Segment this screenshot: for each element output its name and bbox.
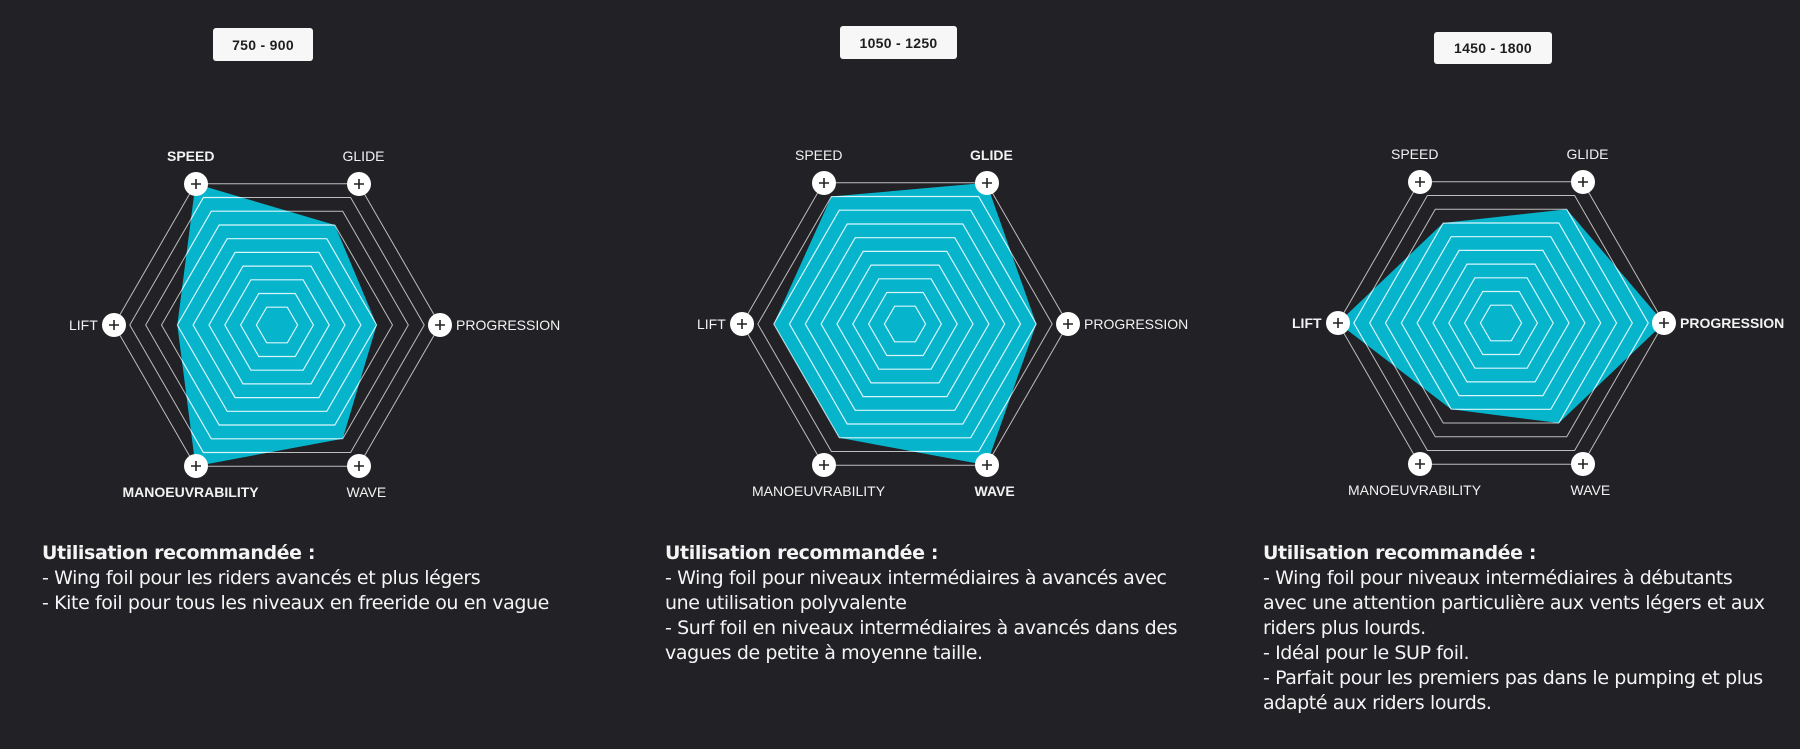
plus-icon	[435, 320, 445, 330]
usage-heading: Utilisation recommandée :	[1263, 542, 1537, 564]
axis-label-wave: WAVE	[974, 483, 1015, 500]
axis-plus-button-wave[interactable]	[1570, 452, 1595, 477]
plus-icon	[109, 320, 119, 330]
usage-heading: Utilisation recommandée :	[665, 542, 939, 564]
axis-label-manoeuvrability: MANOEUVRABILITY	[122, 484, 259, 501]
plus-icon	[818, 177, 829, 188]
axis-plus-button-manoeuvrability[interactable]	[1407, 452, 1432, 477]
usage-line: - Surf foil en niveaux intermédiaires à …	[665, 617, 1178, 639]
axis-label-progression: PROGRESSION	[1680, 315, 1785, 331]
axis-label-lift: LIFT	[69, 317, 98, 333]
range-label-3: 1450 - 1800	[1434, 32, 1552, 64]
usage-line: riders plus lourds.	[1263, 617, 1426, 639]
axis-plus-button-lift[interactable]	[1326, 311, 1350, 335]
plus-icon	[353, 461, 364, 472]
usage-block-2: Utilisation recommandée : - Wing foil po…	[665, 541, 1225, 666]
axis-label-manoeuvrability: MANOEUVRABILITY	[1348, 482, 1482, 499]
usage-line: - Wing foil pour les riders avancés et p…	[42, 567, 481, 589]
range-label-1: 750 - 900	[213, 28, 313, 61]
axis-label-lift: LIFT	[697, 316, 726, 332]
axis-label-speed: SPEED	[167, 147, 215, 164]
plus-icon	[1577, 459, 1588, 470]
axis-plus-button-manoeuvrability[interactable]	[811, 453, 836, 478]
plus-icon	[818, 460, 829, 471]
plus-icon	[353, 178, 364, 189]
usage-line: avec une attention particulière aux vent…	[1263, 592, 1765, 614]
plus-icon	[1577, 176, 1588, 187]
usage-line: une utilisation polyvalente	[665, 592, 907, 614]
usage-line: - Parfait pour les premiers pas dans le …	[1263, 667, 1763, 689]
axis-label-progression: PROGRESSION	[1084, 316, 1189, 332]
plus-icon	[1659, 318, 1669, 328]
axis-plus-button-glide[interactable]	[1570, 169, 1595, 194]
usage-line: vagues de petite à moyenne taille.	[665, 642, 983, 664]
plus-icon	[981, 460, 992, 471]
plus-icon	[1414, 176, 1425, 187]
axis-plus-button-manoeuvrability[interactable]	[183, 454, 208, 479]
plus-icon	[737, 319, 747, 329]
axis-label-manoeuvrability: MANOEUVRABILITY	[752, 483, 886, 500]
axis-label-glide: GLIDE	[1566, 145, 1609, 162]
axis-plus-button-speed[interactable]	[811, 170, 836, 195]
usage-line: - Wing foil pour niveaux intermédiaires …	[1263, 567, 1733, 589]
axis-plus-button-progression[interactable]	[428, 313, 452, 337]
plus-icon	[1333, 318, 1343, 328]
axis-plus-button-progression[interactable]	[1652, 311, 1676, 335]
axis-label-lift: LIFT	[1292, 315, 1322, 331]
usage-block-1: Utilisation recommandée : - Wing foil po…	[42, 541, 602, 616]
axis-plus-button-speed[interactable]	[183, 171, 208, 196]
usage-line: adapté aux riders lourds.	[1263, 692, 1492, 714]
plus-icon	[1414, 459, 1425, 470]
axis-plus-button-glide[interactable]	[974, 170, 999, 195]
axis-plus-button-wave[interactable]	[346, 454, 371, 479]
axis-label-wave: WAVE	[1570, 482, 1611, 499]
usage-line: - Kite foil pour tous les niveaux en fre…	[42, 592, 549, 614]
axis-plus-button-wave[interactable]	[974, 453, 999, 478]
axis-label-progression: PROGRESSION	[456, 317, 561, 333]
usage-block-3: Utilisation recommandée : - Wing foil po…	[1263, 541, 1800, 716]
axis-label-glide: GLIDE	[342, 147, 385, 164]
axis-plus-button-lift[interactable]	[102, 313, 126, 337]
plus-icon	[190, 178, 201, 189]
plus-icon	[1063, 319, 1073, 329]
plus-icon	[190, 461, 201, 472]
usage-line: - Wing foil pour niveaux intermédiaires …	[665, 567, 1167, 589]
axis-plus-button-lift[interactable]	[730, 312, 754, 336]
usage-line: - Idéal pour le SUP foil.	[1263, 642, 1470, 664]
axis-label-speed: SPEED	[1391, 145, 1439, 162]
axis-plus-button-speed[interactable]	[1407, 169, 1432, 194]
usage-heading: Utilisation recommandée :	[42, 542, 316, 564]
plus-icon	[981, 177, 992, 188]
axis-plus-button-progression[interactable]	[1056, 312, 1080, 336]
axis-plus-button-glide[interactable]	[346, 171, 371, 196]
axis-label-wave: WAVE	[346, 484, 387, 501]
range-label-2: 1050 - 1250	[840, 26, 957, 59]
axis-label-glide: GLIDE	[970, 146, 1013, 163]
axis-label-speed: SPEED	[795, 146, 843, 163]
